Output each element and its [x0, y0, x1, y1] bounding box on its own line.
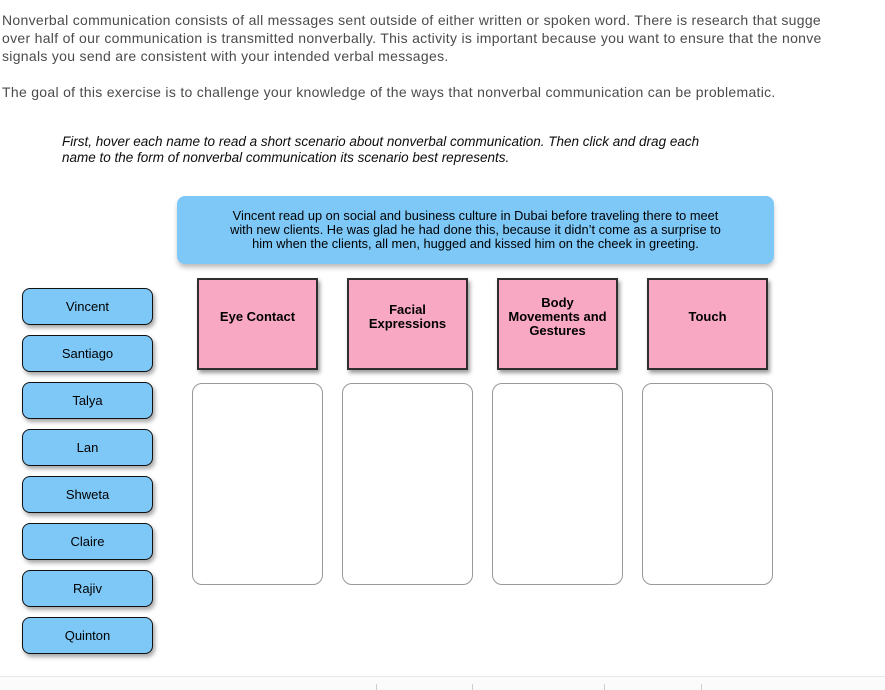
name-chip-shweta[interactable]: Shweta — [22, 476, 153, 513]
bottom-strip — [0, 677, 885, 690]
category-touch: Touch — [647, 278, 768, 370]
dropzone-body-movements-and-gestures[interactable] — [492, 383, 623, 585]
instructions-text: First, hover each name to read a short s… — [62, 134, 700, 165]
category-label: Touch — [688, 309, 727, 324]
category-label: Eye Contact — [219, 309, 296, 324]
category-eye-contact: Eye Contact — [197, 278, 318, 370]
dropzone-touch[interactable] — [642, 383, 773, 585]
name-chip-santiago[interactable]: Santiago — [22, 335, 153, 372]
bottom-tick — [376, 684, 377, 690]
bottom-tick — [701, 684, 702, 690]
name-chip-quinton[interactable]: Quinton — [22, 617, 153, 654]
dropzone-row — [192, 383, 792, 585]
bottom-divider — [0, 676, 885, 677]
category-row: Eye Contact Facial Expressions Body Move… — [197, 278, 797, 370]
name-chip-lan[interactable]: Lan — [22, 429, 153, 466]
category-label: Facial Expressions — [368, 302, 447, 331]
name-chip-vincent[interactable]: Vincent — [22, 288, 153, 325]
dropzone-eye-contact[interactable] — [192, 383, 323, 585]
name-chip-claire[interactable]: Claire — [22, 523, 153, 560]
dropzone-facial-expressions[interactable] — [342, 383, 473, 585]
category-facial-expressions: Facial Expressions — [347, 278, 468, 370]
intro-paragraph: Nonverbal communication consists of all … — [2, 12, 822, 64]
bottom-tick — [472, 684, 473, 690]
name-chip-talya[interactable]: Talya — [22, 382, 153, 419]
category-body-movements-and-gestures: Body Movements and Gestures — [497, 278, 618, 370]
name-chip-rajiv[interactable]: Rajiv — [22, 570, 153, 607]
names-column: Vincent Santiago Talya Lan Shweta Claire… — [22, 288, 153, 664]
category-label: Body Movements and Gestures — [508, 295, 607, 338]
bottom-tick — [604, 684, 605, 690]
scenario-tooltip: Vincent read up on social and business c… — [177, 196, 774, 264]
goal-paragraph: The goal of this exercise is to challeng… — [2, 84, 776, 100]
